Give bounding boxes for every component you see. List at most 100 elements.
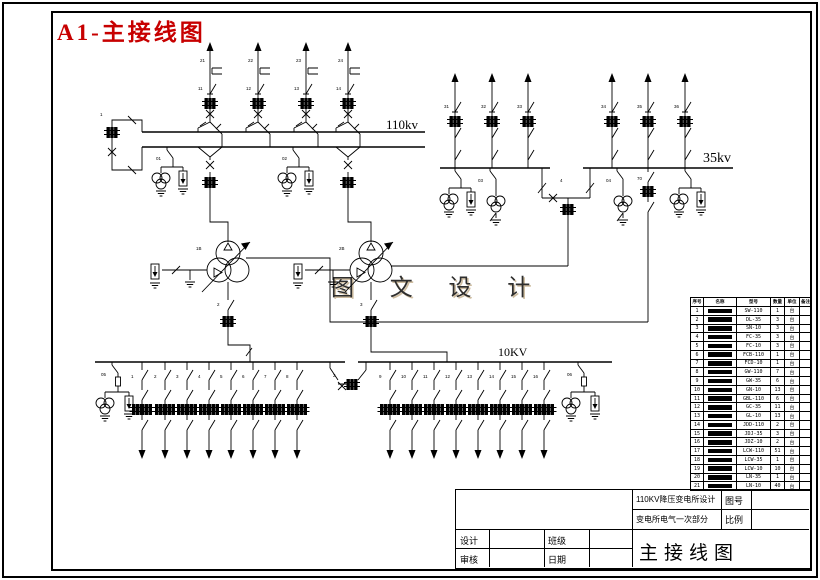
equipment-no: 15 [691, 429, 704, 439]
equipment-model: GBL-110 [737, 394, 771, 404]
svg-text:24: 24 [338, 58, 344, 63]
project-line2: 变电所电气一次部分 [636, 515, 708, 524]
equipment-no: 2 [691, 315, 704, 325]
redacted-name [708, 475, 732, 480]
equipment-qty: 40 [771, 482, 785, 492]
bus-10kv: 10KV [95, 345, 612, 363]
svg-text:12: 12 [246, 86, 252, 91]
equipment-notes [800, 447, 812, 457]
bus-110kv-label: 110kv [386, 117, 419, 132]
bus-110kv: 110kv [142, 117, 425, 148]
equipment-unit: 台 [785, 438, 800, 448]
equipment-unit: 台 [785, 420, 800, 430]
equipment-qty: 3 [771, 324, 785, 334]
equipment-notes [800, 333, 812, 343]
svg-text:14: 14 [336, 86, 342, 91]
equipment-name-bar [704, 429, 737, 439]
equipment-no: 7 [691, 359, 704, 369]
equipment-model: DL-35 [737, 315, 771, 325]
equipment-unit: 台 [785, 377, 800, 386]
svg-text:23: 23 [296, 58, 302, 63]
equipment-no: 3 [691, 324, 704, 334]
bus-35kv-label: 35kv [703, 151, 731, 166]
equipment-col-header: 备注 [800, 298, 812, 307]
svg-text:32: 32 [481, 104, 487, 109]
equipment-model: FCB-110 [737, 350, 771, 360]
svg-text:4: 4 [560, 178, 563, 183]
equipment-qty: 7 [771, 368, 785, 378]
equipment-no: 21 [691, 482, 704, 492]
equipment-qty: 51 [771, 447, 785, 457]
equipment-no: 1 [691, 307, 704, 316]
svg-text:1B: 1B [196, 246, 202, 251]
equipment-col-header: 单位 [785, 298, 800, 307]
title-block-line [632, 509, 809, 510]
title-block-line [632, 529, 633, 567]
equipment-no: 17 [691, 447, 704, 457]
equipment-unit: 台 [785, 412, 800, 421]
equipment-name-bar [704, 342, 737, 351]
project-line1: 110KV降压变电所设计 [636, 495, 716, 504]
equipment-name-bar [704, 464, 737, 474]
equipment-model: GW-110 [737, 368, 771, 378]
redacted-name [708, 466, 732, 471]
svg-text:2B: 2B [339, 246, 345, 251]
equipment-name-bar [704, 438, 737, 448]
equipment-name-bar [704, 324, 737, 334]
equipment-model: GC-35 [737, 403, 771, 413]
equipment-no: 20 [691, 473, 704, 483]
equipment-unit: 台 [785, 429, 800, 439]
equipment-model: FCD-10 [737, 359, 771, 369]
watermark-text: 图 文 设 计 [331, 275, 546, 300]
equipment-qty: 1 [771, 307, 785, 316]
svg-text:04: 04 [606, 178, 612, 183]
equipment-unit: 台 [785, 307, 800, 316]
redacted-name [708, 343, 732, 349]
redacted-name [708, 378, 732, 384]
equipment-unit: 台 [785, 482, 800, 492]
equipment-model: JDD-110 [737, 420, 771, 430]
route-tx1-lv: 2 [217, 282, 253, 362]
redacted-name [708, 457, 732, 463]
equipment-no: 6 [691, 350, 704, 360]
equipment-qty: 10 [771, 464, 785, 474]
redacted-name [708, 369, 732, 375]
title-block-line [456, 548, 632, 549]
equipment-name-bar [704, 456, 737, 465]
svg-text:2: 2 [217, 302, 220, 307]
equipment-notes [800, 482, 812, 492]
equipment-qty: 3 [771, 429, 785, 439]
svg-text:6: 6 [242, 374, 245, 379]
equipment-notes [800, 394, 812, 404]
equipment-model: FC-35 [737, 333, 771, 343]
equipment-no: 12 [691, 403, 704, 413]
redacted-name [708, 405, 732, 410]
equipment-qty: 13 [771, 412, 785, 421]
redacted-name [708, 440, 732, 445]
equipment-qty: 3 [771, 342, 785, 351]
equipment-unit: 台 [785, 464, 800, 474]
svg-text:11: 11 [423, 374, 428, 379]
date-label: 日期 [548, 555, 567, 565]
svg-text:12: 12 [445, 374, 451, 379]
svg-text:05: 05 [101, 372, 107, 377]
svg-text:06: 06 [567, 372, 573, 377]
equipment-notes [800, 385, 812, 395]
equipment-qty: 6 [771, 394, 785, 404]
equipment-no: 11 [691, 394, 704, 404]
sheet-corner-title: A1-主接线图 [57, 20, 206, 45]
svg-text:70: 70 [637, 176, 643, 181]
equipment-no: 8 [691, 368, 704, 378]
equipment-unit: 台 [785, 333, 800, 343]
equipment-name-bar [704, 420, 737, 430]
equipment-unit: 台 [785, 315, 800, 325]
svg-text:21: 21 [200, 58, 206, 63]
